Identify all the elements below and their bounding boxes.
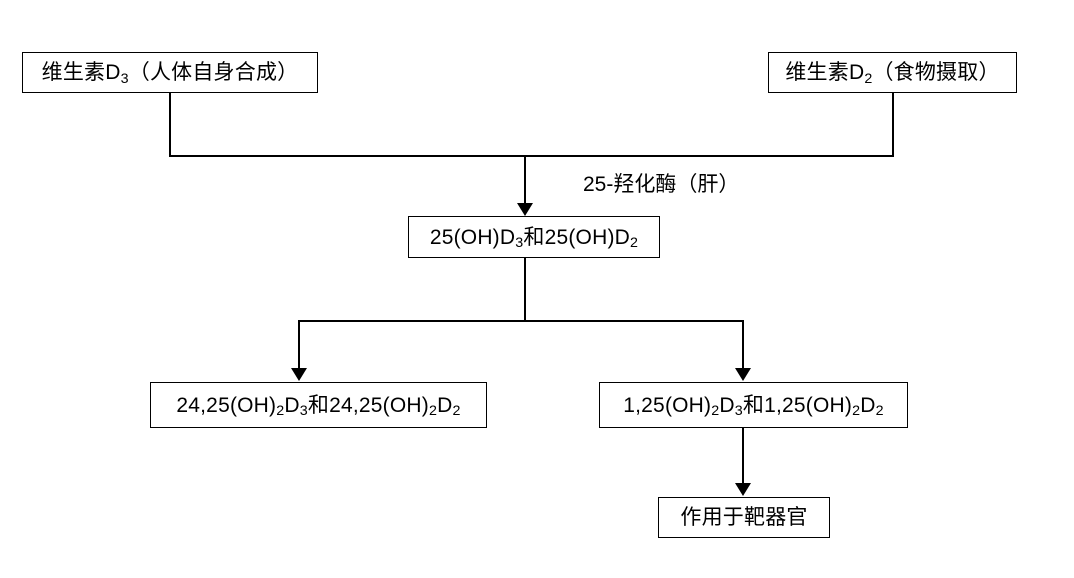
edge-label-25-hydroxylase: 25-羟化酶（肝） [583, 173, 740, 196]
arrowhead-to-1-25 [735, 368, 751, 381]
node-target-organ-label: 作用于靶器官 [680, 506, 808, 529]
node-24-25-dihydroxy-label: 24,25(OH)2D3和24,25(OH)2D2 [176, 393, 461, 420]
connector-merge-stem [524, 155, 526, 205]
connector-to-target-organ [742, 428, 744, 485]
node-target-organ[interactable]: 作用于靶器官 [658, 497, 830, 538]
arrowhead-to-24-25 [291, 368, 307, 381]
connector-branch-stem [524, 258, 526, 321]
node-1-25-dihydroxy[interactable]: 1,25(OH)2D3和1,25(OH)2D2 [599, 382, 908, 428]
connector-d3-drop [169, 93, 171, 156]
connector-merge-bar [169, 155, 894, 157]
node-vitamin-d3[interactable]: 维生素D3（人体自身合成） [22, 52, 318, 93]
arrowhead-to-target-organ [735, 483, 751, 496]
node-1-25-dihydroxy-label: 1,25(OH)2D3和1,25(OH)2D2 [623, 393, 884, 420]
arrowhead-to-25ohd [517, 203, 533, 216]
connector-branch-right-drop [742, 320, 744, 370]
node-vitamin-d2-label: 维生素D2（食物摄取） [785, 61, 1000, 87]
node-vitamin-d2[interactable]: 维生素D2（食物摄取） [768, 52, 1017, 93]
node-25ohd[interactable]: 25(OH)D3和25(OH)D2 [408, 216, 660, 258]
connector-d2-drop [892, 93, 894, 156]
node-vitamin-d3-label: 维生素D3（人体自身合成） [41, 61, 299, 87]
node-25ohd-label: 25(OH)D3和25(OH)D2 [429, 225, 639, 252]
connector-branch-bar [299, 320, 744, 322]
connector-branch-left-drop [298, 320, 300, 370]
node-24-25-dihydroxy[interactable]: 24,25(OH)2D3和24,25(OH)2D2 [150, 382, 487, 428]
